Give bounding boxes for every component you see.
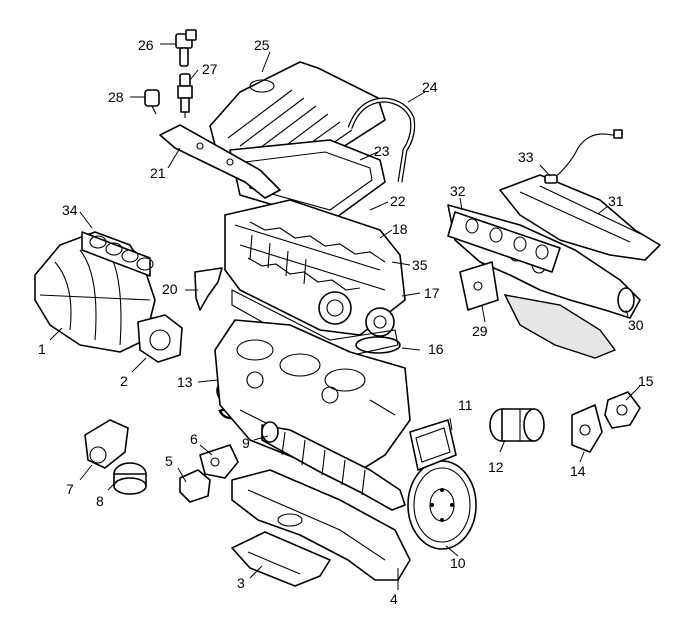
- engine-mount: [113, 462, 147, 495]
- callout-22: 22: [390, 193, 406, 209]
- callout-18: 18: [392, 221, 408, 237]
- callout-5: 5: [165, 453, 173, 469]
- callout-12: 12: [488, 459, 504, 475]
- lower-heat-shield: [503, 294, 617, 359]
- callout-labels: 26 27 28 25 24 23 21 22 18 35 17 16 20 1…: [38, 37, 654, 607]
- flywheel: [407, 460, 477, 550]
- callout-29: 29: [472, 323, 488, 339]
- callout-27: 27: [202, 61, 218, 77]
- callout-26: 26: [138, 37, 154, 53]
- callout-11: 11: [458, 397, 473, 413]
- callout-14: 14: [570, 463, 586, 479]
- callout-13: 13: [177, 374, 193, 390]
- throttle-body: [137, 314, 183, 363]
- small-mount: [179, 469, 211, 503]
- callout-31: 31: [608, 193, 624, 209]
- gearbox-mount: [571, 404, 603, 453]
- oil-pan: [231, 531, 331, 587]
- callout-10: 10: [450, 555, 466, 571]
- heat-shield: [499, 174, 661, 261]
- callout-1: 1: [38, 341, 46, 357]
- bracket: [194, 267, 223, 311]
- callout-4: 4: [390, 591, 398, 607]
- callout-33: 33: [518, 149, 534, 165]
- callout-8: 8: [96, 493, 104, 509]
- starter-motor: [489, 408, 545, 442]
- exhaust-bracket: [459, 261, 499, 311]
- ignition-rail: [159, 124, 281, 199]
- head-gasket: [231, 289, 399, 361]
- ignition-coil: [175, 29, 197, 67]
- spark-plug: [177, 73, 193, 118]
- callout-9: 9: [242, 435, 250, 451]
- callout-24: 24: [422, 79, 438, 95]
- callout-28: 28: [108, 89, 124, 105]
- callout-21: 21: [150, 165, 166, 181]
- callout-32: 32: [450, 183, 466, 199]
- callout-6: 6: [190, 431, 198, 447]
- leader-lines: [49, 43, 641, 590]
- engine-mount-bracket: [84, 419, 129, 469]
- manifold-gasket: [81, 231, 154, 277]
- rocker-gasket: [229, 139, 386, 223]
- gearbox-mount-bracket: [604, 391, 641, 429]
- callout-2: 2: [120, 373, 128, 389]
- callout-23: 23: [374, 143, 390, 159]
- callout-17: 17: [424, 285, 440, 301]
- callout-34: 34: [62, 202, 78, 218]
- callout-30: 30: [628, 317, 644, 333]
- oil-sump: [231, 469, 411, 581]
- callout-35: 35: [412, 257, 428, 273]
- sensor: [144, 89, 160, 115]
- lambda-sensor: [544, 129, 623, 184]
- breather-hose: [347, 97, 416, 183]
- cylinder-head: [224, 199, 406, 354]
- callout-15: 15: [638, 373, 654, 389]
- callout-20: 20: [162, 281, 178, 297]
- exhaust-gasket: [447, 211, 561, 273]
- callout-7: 7: [66, 481, 74, 497]
- callout-16: 16: [428, 341, 444, 357]
- callout-3: 3: [237, 575, 245, 591]
- adapter-plate: [409, 419, 457, 471]
- callout-25: 25: [254, 37, 270, 53]
